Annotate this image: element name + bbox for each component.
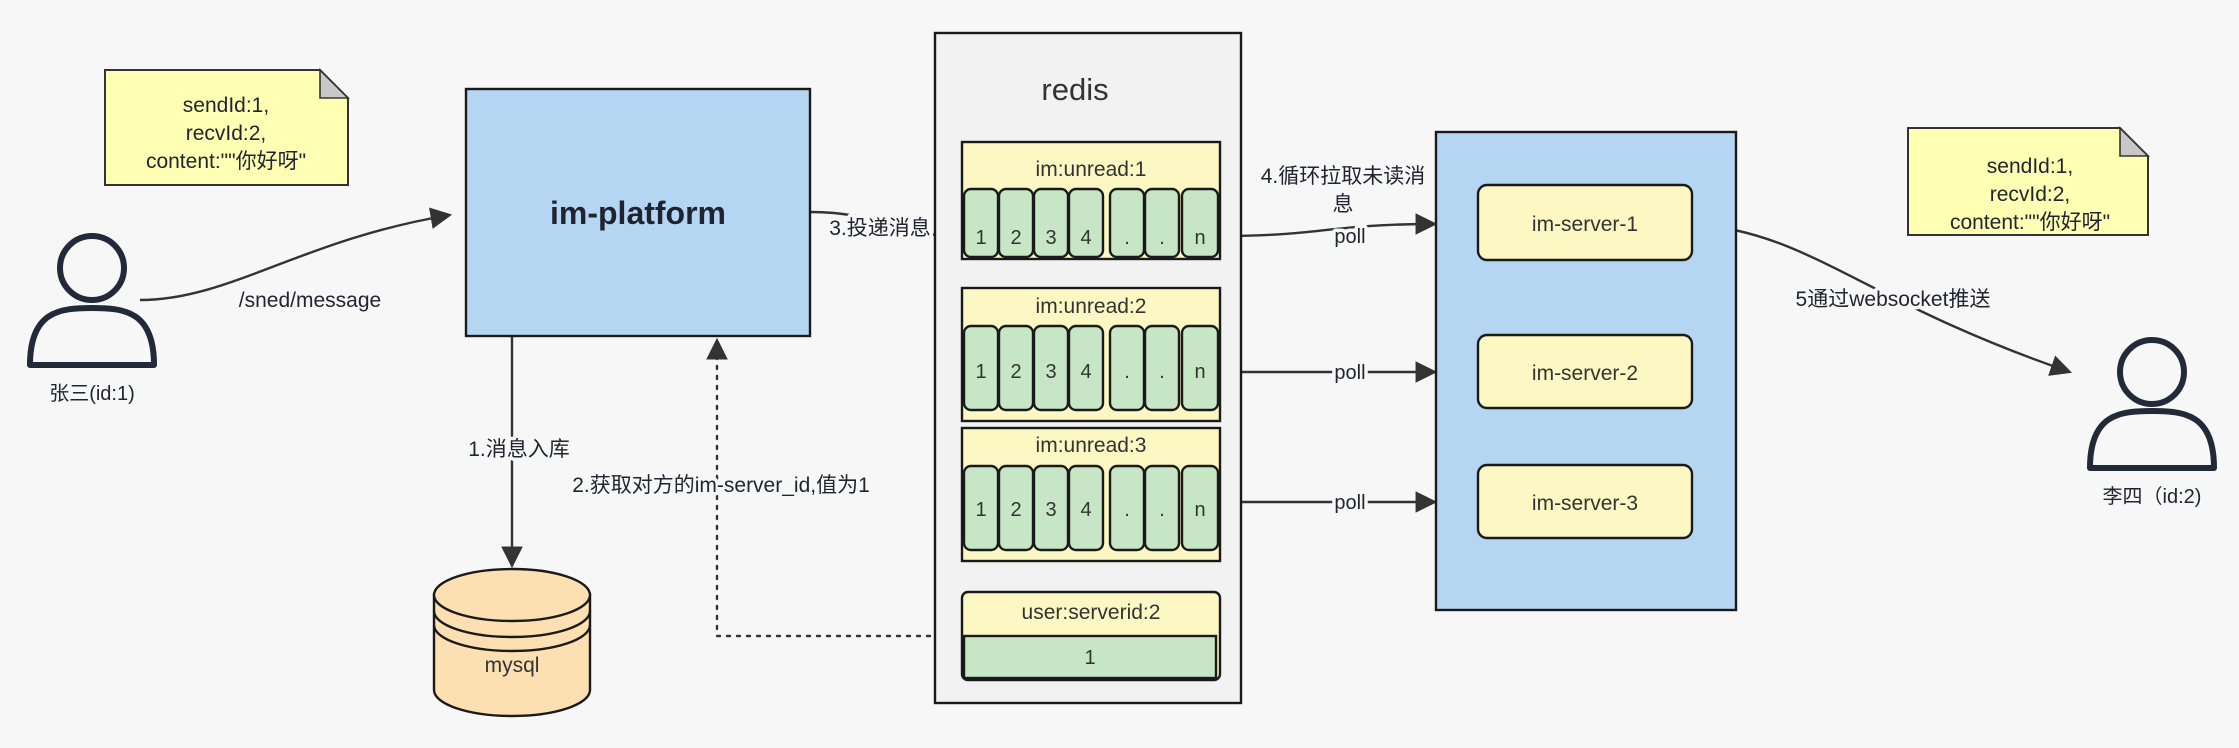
redis-cell: n — [1194, 499, 1205, 521]
edge-queue1-to-server1 — [1221, 213, 1438, 238]
note-right-line-1: sendId:1, — [1987, 155, 2073, 178]
note-left: sendId:1, recvId:2, content:""你好呀" — [104, 68, 350, 186]
node-mysql[interactable]: mysql — [432, 567, 592, 718]
edge-label-poll-2: poll — [1334, 362, 1365, 384]
redis-cell: 4 — [1080, 227, 1091, 249]
node-im-server-2[interactable]: im-server-2 — [1476, 333, 1694, 410]
node-redis-panel: redis im:unread:1 1 2 3 4 . . n — [933, 31, 1243, 705]
edge-label-step5: 5通过websocket推送 — [1796, 288, 1991, 311]
edge-sender-to-platform — [139, 207, 453, 302]
node-server-group: im-server-1 im-server-2 im-server-3 — [1434, 130, 1738, 612]
actor-receiver: 李四（id:2) — [2087, 337, 2217, 508]
redis-cells-1: 1 2 3 4 . . n — [962, 187, 1220, 259]
edge-redis-to-platform-dotted — [706, 337, 962, 638]
redis-cells-2: 1 2 3 4 . . n — [962, 324, 1220, 412]
redis-title: redis — [1041, 72, 1108, 107]
edge-label-step4-line1: 4.循环拉取未读消 — [1261, 165, 1426, 188]
redis-key-label: im:unread:2 — [1036, 295, 1147, 318]
redis-cell: 2 — [1010, 227, 1021, 249]
redis-key-label: user:serverid:2 — [1022, 601, 1161, 624]
node-im-server-1[interactable]: im-server-1 — [1476, 183, 1694, 262]
redis-cells-3: 1 2 3 4 . . n — [962, 464, 1220, 552]
redis-cell: . — [1159, 361, 1165, 383]
redis-cell: 1 — [975, 361, 986, 383]
redis-cell: 4 — [1080, 499, 1091, 521]
redis-block-im-unread-1[interactable]: im:unread:1 1 2 3 4 . . n — [960, 140, 1222, 261]
actor-receiver-caption: 李四（id:2) — [2103, 485, 2202, 508]
redis-cell: 1 — [975, 499, 986, 521]
edge-label-step1: 1.消息入库 — [468, 438, 570, 461]
actor-sender-caption: 张三(id:1) — [49, 382, 135, 405]
note-left-line-3: content:""你好呀" — [146, 150, 306, 173]
redis-cell: 3 — [1045, 227, 1056, 249]
redis-cell: n — [1194, 227, 1205, 249]
redis-cell: 2 — [1010, 499, 1021, 521]
redis-cell: 1 — [975, 227, 986, 249]
redis-cell: . — [1124, 227, 1130, 249]
note-right-line-3: content:""你好呀" — [1950, 211, 2110, 234]
redis-cell: . — [1159, 499, 1165, 521]
note-left-line-2: recvId:2, — [186, 122, 267, 145]
redis-cell: 3 — [1045, 499, 1056, 521]
redis-block-user-serverid[interactable]: user:serverid:2 1 — [960, 590, 1222, 682]
redis-cell: 1 — [1084, 647, 1095, 669]
edge-label-step3: 3.投递消息 — [829, 217, 931, 240]
edge-label-step2: 2.获取对方的im-server_id,值为1 — [572, 474, 870, 497]
actor-sender: 张三(id:1) — [27, 233, 157, 405]
redis-cell: . — [1159, 227, 1165, 249]
edge-label-poll-1: poll — [1334, 226, 1365, 248]
edge-label-send-message: /sned/message — [239, 289, 381, 312]
mysql-label: mysql — [485, 654, 540, 677]
redis-key-label: im:unread:1 — [1036, 158, 1147, 181]
redis-cell: 4 — [1080, 361, 1091, 383]
edge-label-step4-line2: 息 — [1333, 193, 1354, 216]
im-server-3-label: im-server-3 — [1532, 492, 1638, 515]
redis-block-im-unread-3[interactable]: im:unread:3 1 2 3 4 . . n — [960, 426, 1222, 563]
redis-block-im-unread-2[interactable]: im:unread:2 1 2 3 4 . . n — [960, 286, 1222, 423]
note-right: sendId:1, recvId:2, content:""你好呀" — [1907, 126, 2150, 236]
note-right-line-2: recvId:2, — [1990, 183, 2071, 206]
im-platform-label: im-platform — [550, 195, 726, 231]
redis-cell: . — [1124, 361, 1130, 383]
node-im-platform[interactable]: im-platform — [464, 87, 812, 338]
redis-cell: 3 — [1045, 361, 1056, 383]
im-server-2-label: im-server-2 — [1532, 362, 1638, 385]
note-left-line-1: sendId:1, — [183, 94, 269, 117]
redis-cell: . — [1124, 499, 1130, 521]
redis-cell: 2 — [1010, 361, 1021, 383]
node-im-server-3[interactable]: im-server-3 — [1476, 463, 1694, 540]
edge-label-poll-3: poll — [1334, 492, 1365, 514]
redis-key-label: im:unread:3 — [1036, 434, 1147, 457]
im-server-1-label: im-server-1 — [1532, 213, 1638, 236]
redis-cell: n — [1194, 361, 1205, 383]
